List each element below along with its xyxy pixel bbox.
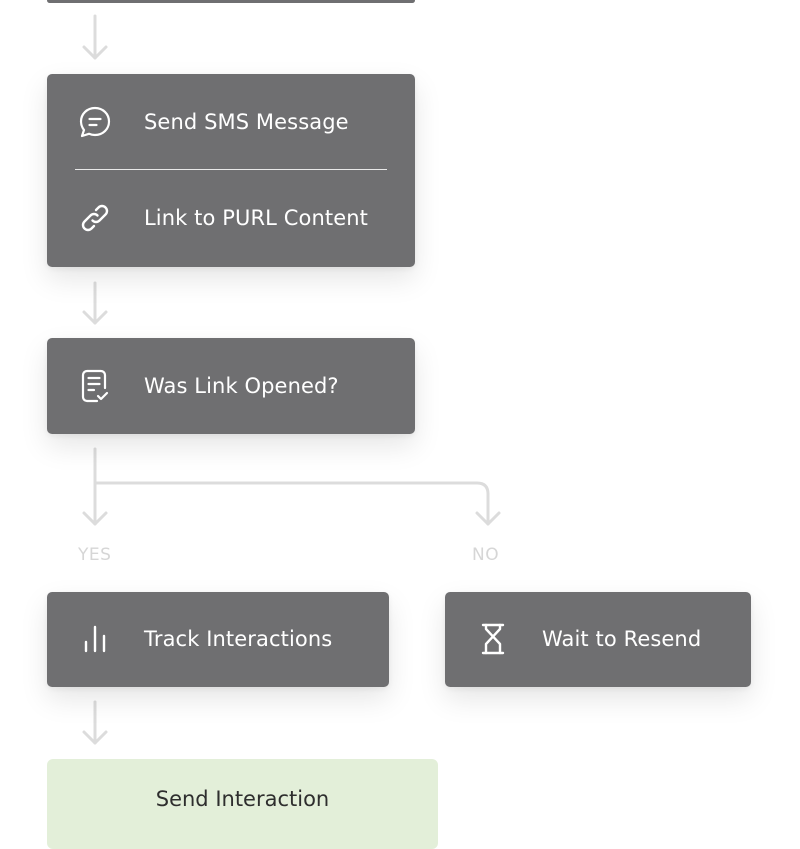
purl-row[interactable]: Link to PURL Content xyxy=(47,194,415,242)
wait-to-resend-label: Wait to Resend xyxy=(542,627,702,651)
node-divider xyxy=(75,169,387,170)
link-opened-label: Was Link Opened? xyxy=(144,374,339,398)
previous-node-edge xyxy=(47,0,415,3)
link-icon xyxy=(75,198,115,238)
purl-label: Link to PURL Content xyxy=(144,206,368,230)
wait-to-resend-node[interactable]: Wait to Resend xyxy=(445,592,751,687)
chat-bubble-icon xyxy=(75,102,115,142)
no-branch-label: NO xyxy=(472,545,500,565)
link-opened-decision-node[interactable]: Was Link Opened? xyxy=(47,338,415,434)
arrow-3 xyxy=(82,700,108,745)
sms-purl-node[interactable]: Send SMS Message Link to PURL Content xyxy=(47,74,415,267)
flow-connectors xyxy=(47,0,501,745)
document-check-icon xyxy=(75,366,115,406)
arrow-1 xyxy=(82,14,108,60)
track-interactions-node[interactable]: Track Interactions xyxy=(47,592,389,687)
sms-label: Send SMS Message xyxy=(144,110,349,134)
track-interactions-label: Track Interactions xyxy=(144,627,333,651)
hourglass-icon xyxy=(473,619,513,659)
decision-branch xyxy=(82,447,501,526)
yes-branch-label: YES xyxy=(78,545,112,565)
sms-row[interactable]: Send SMS Message xyxy=(47,98,415,146)
bar-chart-icon xyxy=(75,619,115,659)
arrow-2 xyxy=(82,281,108,325)
send-interaction-label: Send Interaction xyxy=(155,787,330,811)
send-interaction-node[interactable]: Send Interaction xyxy=(47,759,438,849)
